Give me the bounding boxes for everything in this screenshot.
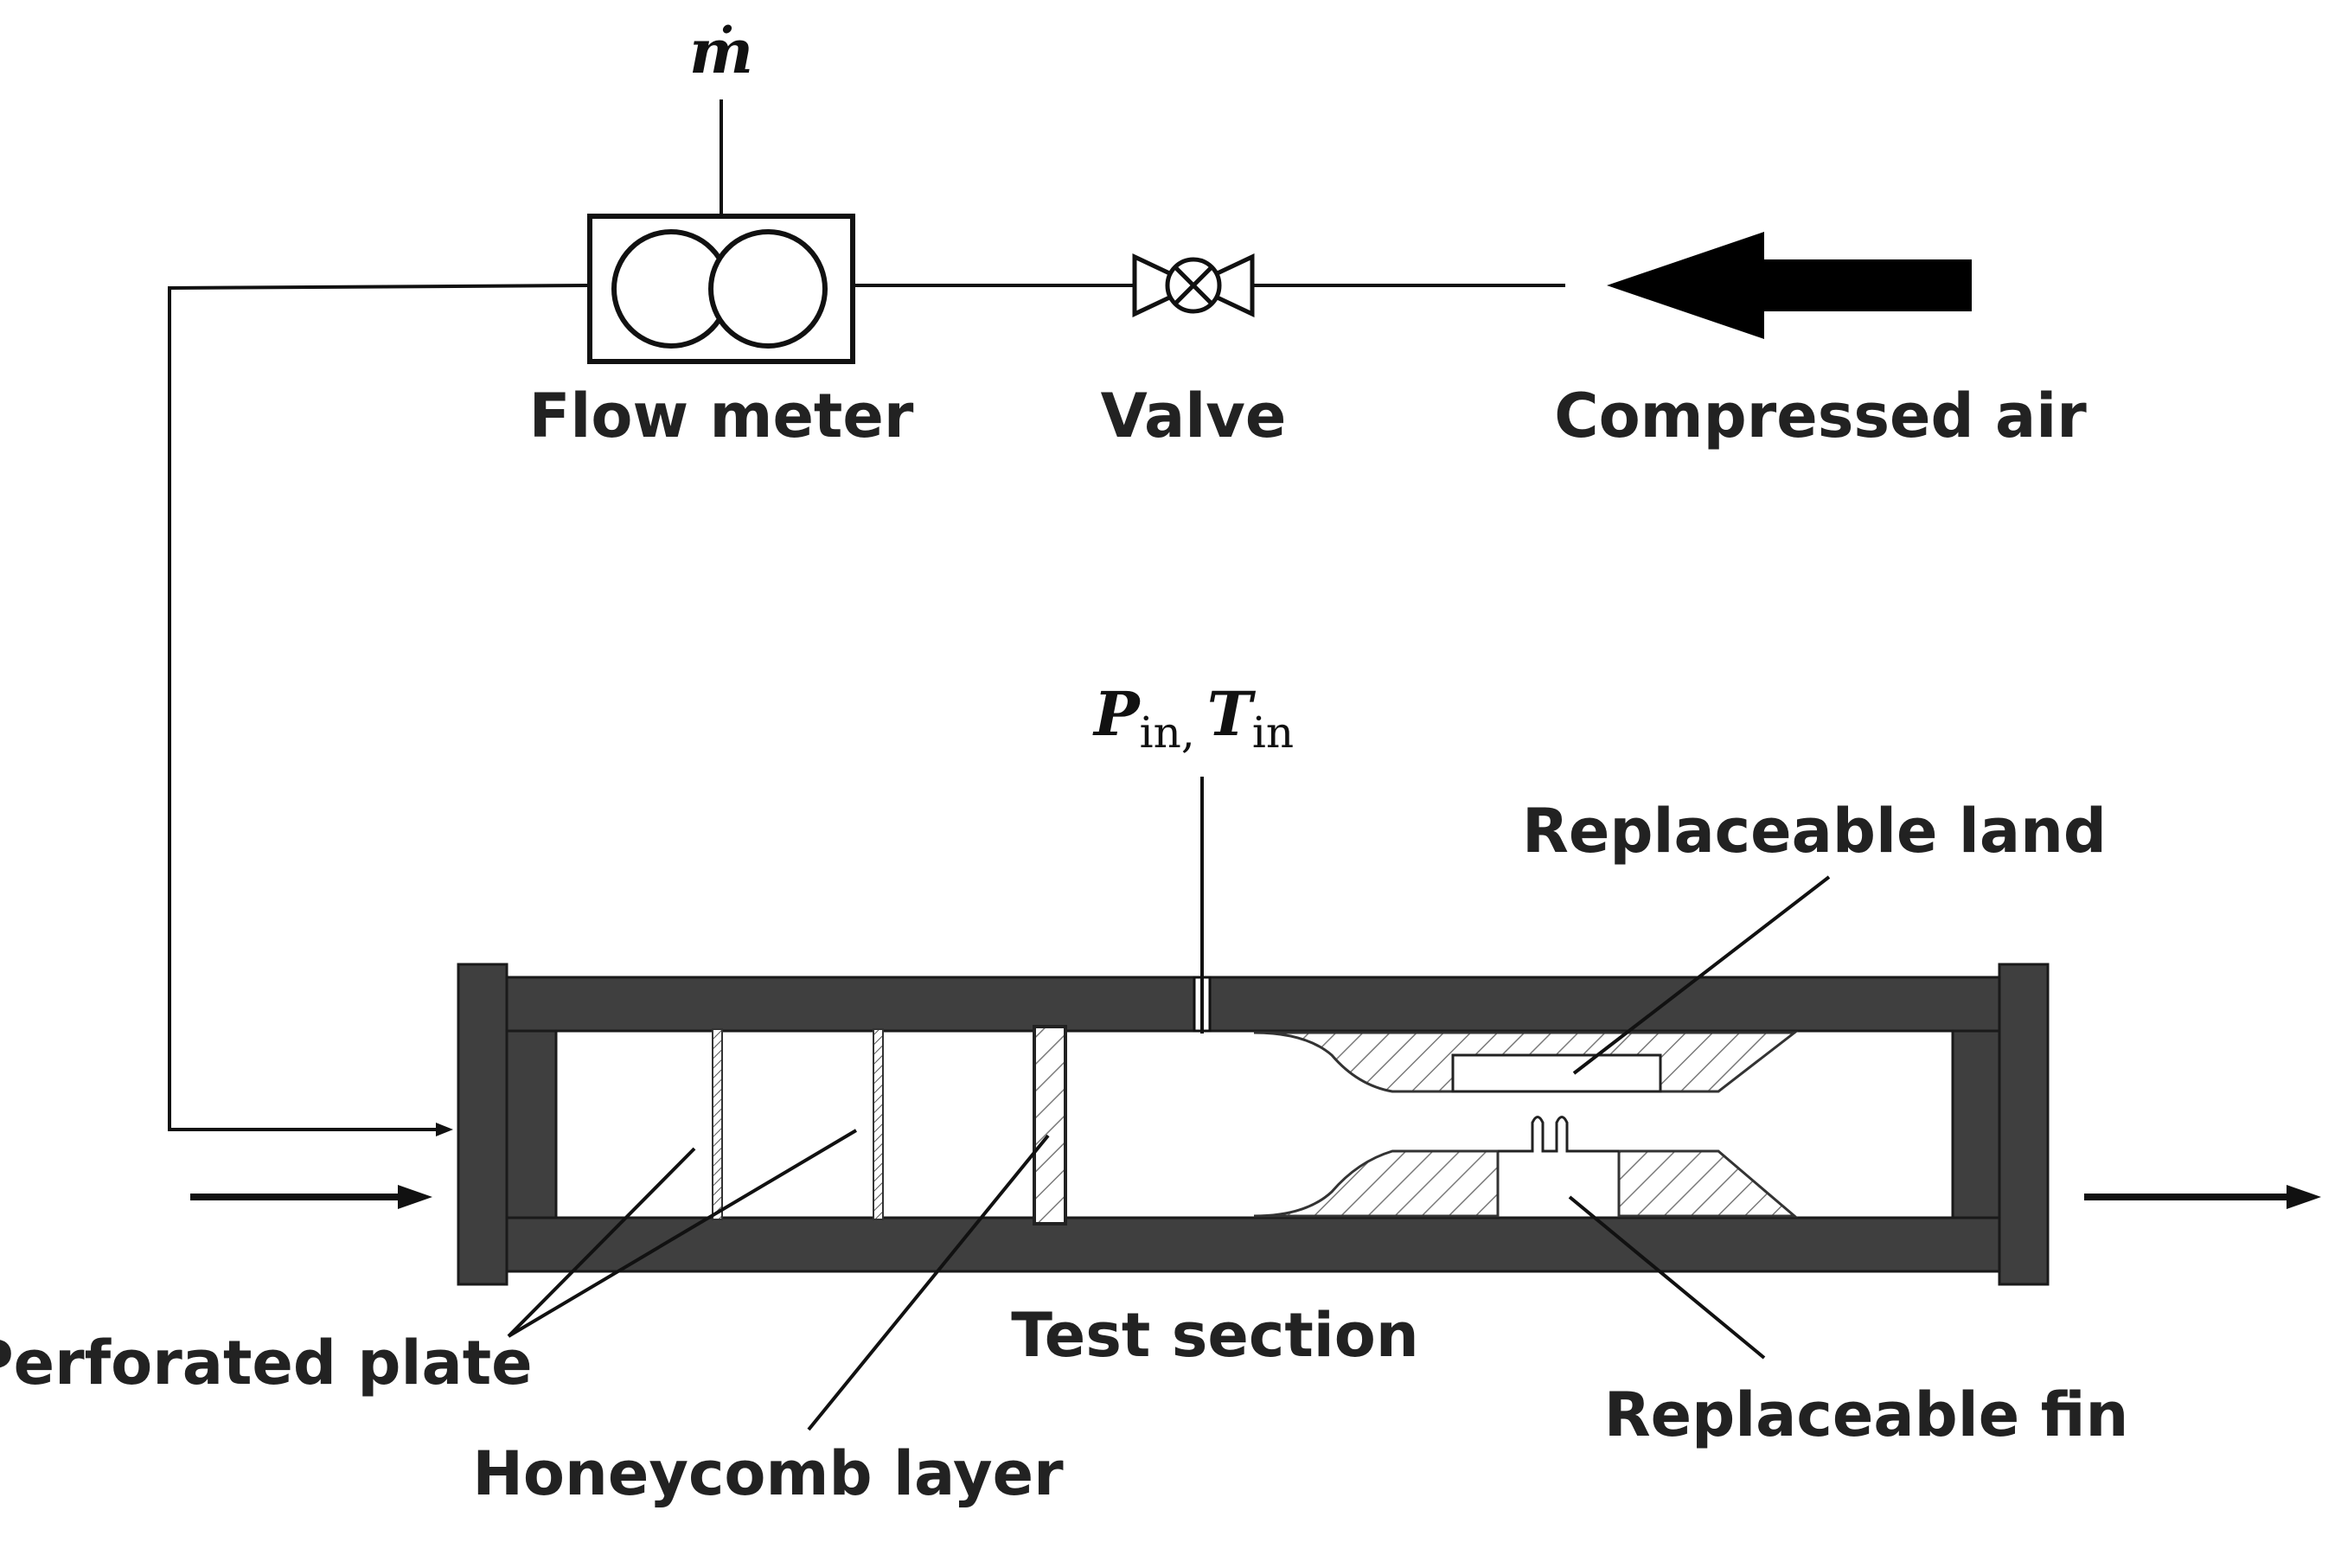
valve-symbol <box>1132 253 1255 317</box>
compressed-air-label: Compressed air <box>1554 381 2087 451</box>
supply-line <box>168 99 1972 1136</box>
temperature-symbol: T <box>1207 678 1257 750</box>
leader-replaceable-fin <box>1568 1195 1766 1360</box>
valve-label: Valve <box>1101 381 1287 451</box>
replaceable-fin-label: Replaceable fin <box>1604 1379 2129 1450</box>
temperature-subscript: in <box>1252 707 1294 758</box>
perforated-plate-1 <box>712 1028 723 1220</box>
mass-flow-label: ṁ <box>689 16 753 87</box>
leader-lines <box>507 875 1831 1431</box>
leader-honeycomb <box>807 1134 1050 1431</box>
leader-perforated-plate-2 <box>507 1129 858 1338</box>
left-inner-column <box>504 1029 558 1219</box>
pressure-subscript: in <box>1140 707 1181 758</box>
perforated-plate-2 <box>873 1028 884 1220</box>
bottom-wall <box>504 1216 2008 1273</box>
replaceable-land-insert <box>1451 1053 1662 1093</box>
replaceable-land-label: Replaceable land <box>1522 796 2107 867</box>
flow-meter-label: Flow meter <box>529 381 914 451</box>
test-rig <box>190 777 2321 1286</box>
right-flange <box>1998 963 2050 1286</box>
outlet-arrow <box>2084 1185 2321 1209</box>
replaceable-fin <box>1498 1116 1619 1153</box>
test-section-label: Test section <box>1011 1300 1418 1371</box>
honeycomb-layer-label: Honeycomb layer <box>472 1438 1064 1509</box>
leader-perforated-plate-1 <box>507 1147 696 1338</box>
flow-meter-symbol <box>587 214 855 364</box>
leader-replaceable-land <box>1572 875 1831 1075</box>
pressure-temperature-label: Pin,Tin <box>1092 678 1294 758</box>
honeycomb-layer-block <box>1033 1025 1067 1226</box>
top-wall <box>504 976 2008 1033</box>
pipe-entry-arrowhead <box>436 1123 453 1136</box>
compressed-air-arrow <box>1607 232 1972 339</box>
perforated-plate-label: Perforated plate <box>0 1328 533 1398</box>
lower-contour-right <box>1617 1149 1799 1218</box>
symbol-separator: , <box>1181 707 1195 758</box>
lower-contour-left <box>1253 1149 1500 1218</box>
pressure-symbol: P <box>1092 678 1142 750</box>
inlet-arrow <box>190 1185 432 1209</box>
left-flange <box>457 963 508 1286</box>
pipe-meter-to-rig <box>168 284 591 1131</box>
